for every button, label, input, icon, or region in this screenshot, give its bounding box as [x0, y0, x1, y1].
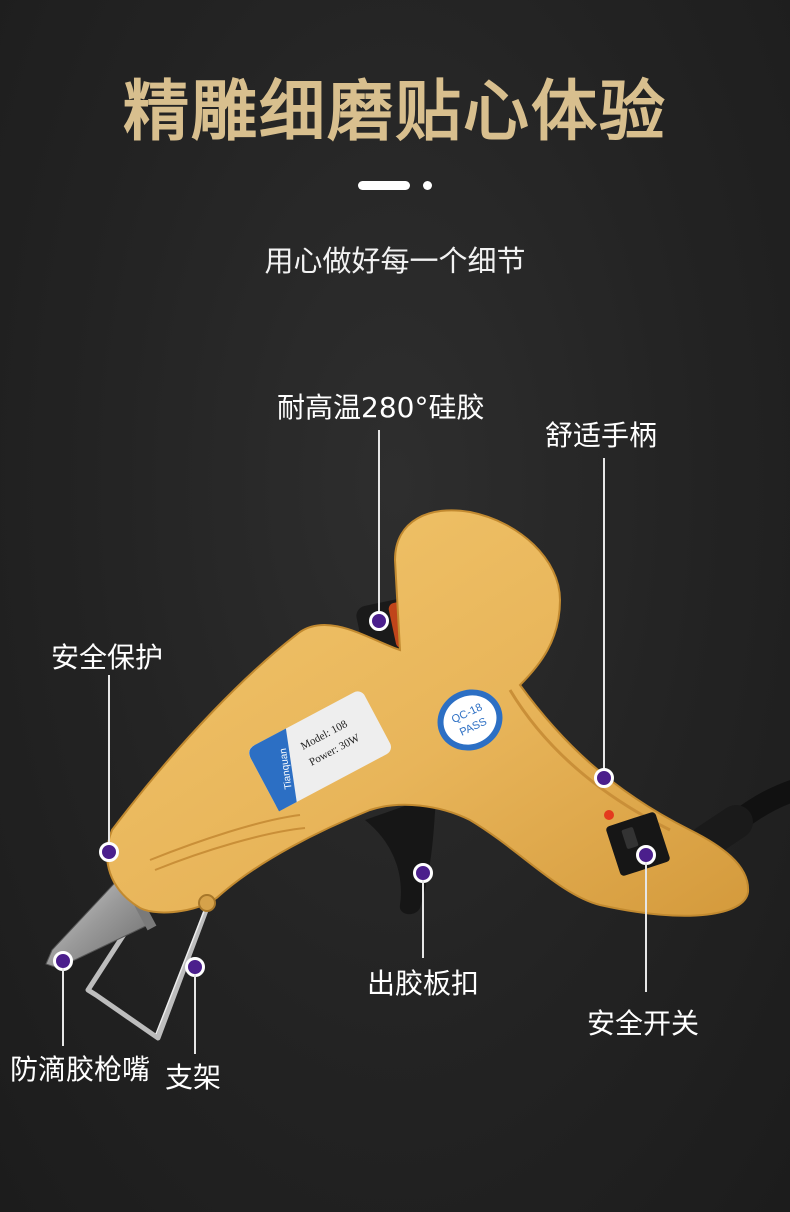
stand-screw [198, 894, 216, 912]
callout-label-trigger: 出胶板扣 [367, 967, 480, 1000]
callout-leader-nozzle [62, 968, 64, 1046]
page-subtitle: 用心做好每一个细节 [264, 244, 526, 278]
title-divider-dot [423, 181, 432, 190]
callout-leader-silicone [378, 430, 380, 618]
handle-groove [508, 689, 671, 832]
callout-marker-handle [594, 768, 614, 788]
trigger-shape [365, 795, 436, 915]
callout-leader-safety-switch [645, 862, 647, 992]
power-led [604, 810, 614, 820]
callout-label-safety-guard: 安全保护 [51, 641, 164, 674]
stand-wire-highlight [155, 905, 207, 1035]
callout-leader-safety-guard [108, 675, 110, 845]
callout-label-nozzle: 防滴胶枪嘴 [10, 1053, 151, 1086]
model-label: Tianquan Model: 108 Power: 30W [248, 691, 392, 812]
stand-wire [85, 903, 211, 1041]
page-title: 精雕细磨贴心体验 [123, 73, 667, 150]
callout-label-handle: 舒适手柄 [545, 419, 658, 452]
switch-rocker [621, 827, 639, 849]
callout-label-safety-switch: 安全开关 [587, 1007, 700, 1040]
callout-label-stand: 支架 [165, 1061, 222, 1094]
qc-badge: QC-18 PASS [437, 689, 503, 751]
callout-label-silicone: 耐高温280°硅胶 [277, 391, 485, 424]
callout-leader-trigger [422, 880, 424, 958]
grip-groove [154, 827, 306, 871]
callout-marker-silicone [369, 611, 389, 631]
gun-body [106, 509, 750, 917]
callout-leader-handle [603, 458, 605, 770]
callout-marker-safety-guard [99, 842, 119, 862]
grip-groove [149, 814, 301, 861]
cord-strain-relief [689, 805, 753, 859]
title-divider-pill [358, 181, 410, 190]
callout-leader-stand [194, 974, 196, 1054]
